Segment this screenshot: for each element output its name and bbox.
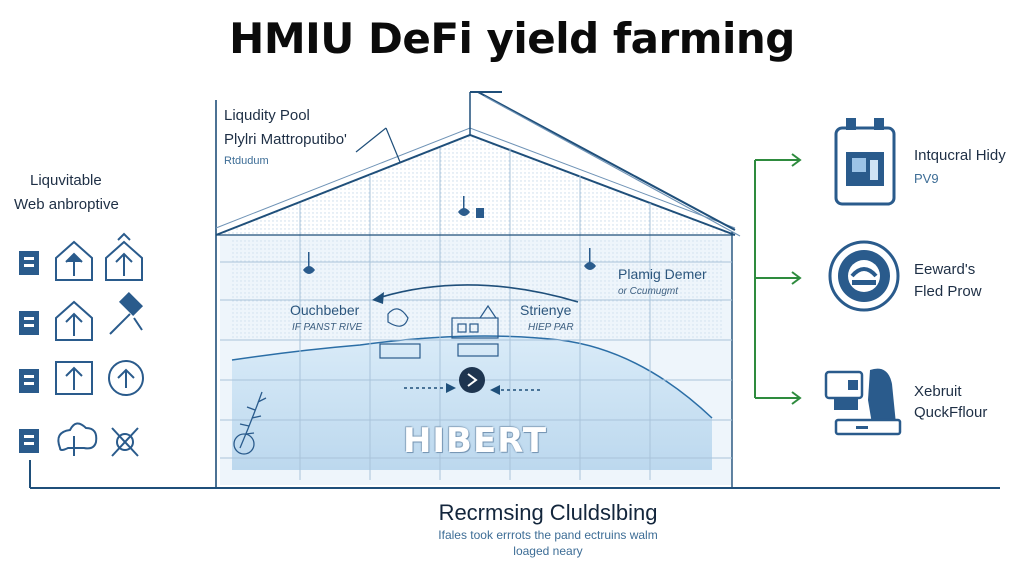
left-label-line2: Web anbroptive bbox=[14, 196, 119, 213]
bottom-subtitle-line1: Ifales took errrots the pand ectruins wa… bbox=[438, 528, 658, 542]
center-token-icon bbox=[459, 367, 485, 393]
seedling-icon bbox=[303, 196, 596, 274]
right-item-3-line2: QuckFflour bbox=[914, 404, 988, 421]
home-up-icon bbox=[55, 240, 93, 395]
pool-label-line1: Liqudity Pool bbox=[224, 107, 310, 124]
document-icon bbox=[19, 251, 39, 453]
diagram-title: HMIU DeFi yield farming bbox=[229, 14, 795, 63]
cloud-tree-icon bbox=[57, 422, 98, 456]
left-label-line1: Liquvitable bbox=[30, 172, 102, 189]
right-item-2-line1: Eeward's bbox=[914, 261, 976, 278]
inner-right-title: Plamig Demer bbox=[618, 266, 707, 282]
inner-right-sub: or Ccumugmt bbox=[618, 286, 679, 297]
inner-center-title: Strienye bbox=[520, 302, 572, 318]
house-up-icon bbox=[105, 232, 143, 281]
left-icon-grid bbox=[19, 232, 144, 457]
bottom-subtitle-line2: loaged neary bbox=[513, 544, 583, 558]
greenhouse bbox=[215, 91, 741, 488]
fern-icon bbox=[233, 391, 267, 455]
right-connector bbox=[754, 153, 802, 405]
right-item-1-line1: Intqucral Hidy bbox=[914, 147, 1006, 164]
circle-up-icon bbox=[108, 360, 144, 396]
inner-left-sub: IF PANST RIVE bbox=[292, 322, 363, 333]
hammer-icon bbox=[109, 291, 144, 335]
mini-machines-icon bbox=[379, 304, 499, 359]
device-icon bbox=[834, 118, 896, 206]
right-item-3-line1: Xebruit bbox=[914, 383, 962, 400]
reward-coin-icon bbox=[828, 240, 900, 312]
right-item-1-line2: PV9 bbox=[914, 171, 939, 186]
pool-label-line2: Plylri Mattroputibo' bbox=[224, 131, 347, 148]
crossed-tools-icon bbox=[111, 427, 139, 457]
flow-arrows bbox=[372, 284, 579, 395]
pool-label-line3: Rtdudum bbox=[224, 155, 269, 167]
bottom-title: Recrmsing Cluldslbing bbox=[438, 500, 658, 525]
water-hill bbox=[232, 336, 712, 470]
inner-left-title: Ouchbeber bbox=[290, 302, 360, 318]
right-item-2-line2: Fled Prow bbox=[914, 283, 982, 300]
machine-icon bbox=[824, 368, 902, 436]
hibert-label: HIBERT bbox=[402, 421, 548, 461]
inner-center-sub: HIEP PAR bbox=[528, 322, 574, 333]
